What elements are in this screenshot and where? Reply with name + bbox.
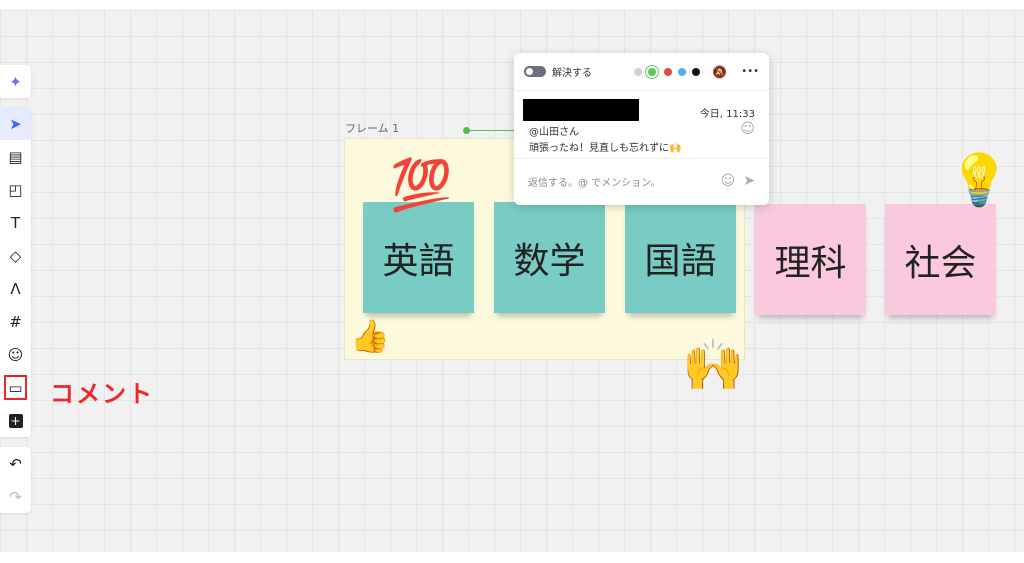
sticky-note-icon[interactable]: ◰ bbox=[8, 180, 23, 199]
select-tool-icon[interactable]: ➤ bbox=[0, 107, 31, 140]
color-black[interactable] bbox=[692, 67, 701, 76]
frame-icon[interactable]: # bbox=[9, 312, 22, 331]
pen-icon[interactable]: Λ bbox=[10, 279, 21, 298]
color-blue[interactable] bbox=[678, 67, 687, 76]
add-icon[interactable]: + bbox=[8, 413, 23, 428]
redacted-author bbox=[523, 99, 639, 121]
comment-connector bbox=[463, 127, 516, 134]
comment-popup: 解決する 🔕 ••• 今日, 11:33 @山田さん 頑張ったね！見直しも忘れず… bbox=[514, 53, 769, 205]
frame-title[interactable]: フレーム 1 bbox=[345, 122, 400, 135]
celebrate-sticker[interactable]: 🙌 bbox=[682, 336, 745, 394]
history-toolbar: ↶ ↷ bbox=[0, 447, 31, 513]
thumbs-up-sticker[interactable]: 👍 bbox=[350, 317, 390, 355]
text-tool-icon[interactable]: T bbox=[10, 213, 21, 232]
color-red[interactable] bbox=[664, 67, 673, 76]
emoji-icon[interactable]: ☺ bbox=[720, 173, 736, 189]
hundred-sticker[interactable]: 💯 bbox=[390, 156, 453, 214]
ai-sparkle-icon[interactable]: ✦ bbox=[9, 72, 22, 91]
comment-icon[interactable]: ▭ bbox=[0, 371, 31, 404]
sticky-note[interactable]: 社会 bbox=[885, 204, 996, 315]
templates-icon[interactable]: ▤ bbox=[8, 147, 23, 166]
undo-icon[interactable]: ↶ bbox=[9, 454, 22, 473]
sticky-note[interactable]: 英語 bbox=[363, 202, 474, 313]
main-toolbar: ➤ ▤ ◰ T ◇ Λ # ☺ ▭ + bbox=[0, 107, 31, 437]
send-icon[interactable]: ➤ bbox=[743, 173, 755, 189]
resolve-toggle[interactable] bbox=[524, 66, 546, 77]
sticky-note[interactable]: 国語 bbox=[625, 202, 736, 313]
reply-input[interactable]: 返信する。@ でメンション。 bbox=[528, 177, 661, 189]
sticker-icon[interactable]: ☺ bbox=[7, 345, 24, 364]
lightbulb-sticker[interactable]: 💡 bbox=[948, 151, 1011, 209]
add-reaction-icon[interactable]: ☺ bbox=[740, 121, 755, 137]
sticky-note[interactable]: 理科 bbox=[755, 204, 866, 315]
comment-body: 頑張ったね！見直しも忘れずに🙌 bbox=[529, 143, 682, 154]
redo-icon[interactable]: ↷ bbox=[9, 487, 22, 506]
ai-toolbar: ✦ bbox=[0, 65, 31, 98]
resolve-label: 解決する bbox=[552, 68, 592, 79]
color-gray[interactable] bbox=[634, 67, 643, 76]
mute-bell-icon[interactable]: 🔕 bbox=[712, 64, 728, 79]
color-green[interactable] bbox=[648, 67, 657, 76]
sticky-note[interactable]: 数学 bbox=[494, 202, 605, 313]
comment-annotation: コメント bbox=[50, 380, 154, 408]
shapes-icon[interactable]: ◇ bbox=[9, 246, 22, 265]
comment-timestamp: 今日, 11:33 bbox=[699, 109, 755, 120]
comment-mention: @山田さん bbox=[529, 127, 579, 138]
more-options-button[interactable]: ••• bbox=[741, 66, 759, 77]
